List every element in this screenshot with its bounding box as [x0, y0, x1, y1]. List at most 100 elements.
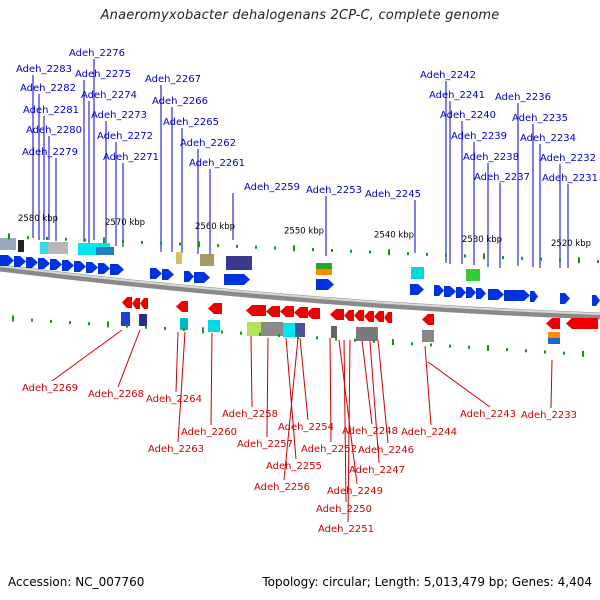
feature-box — [180, 318, 188, 330]
gene-label-top: Adeh_2265 — [163, 117, 219, 128]
gene-arrow-reverse — [140, 298, 148, 309]
leader-line — [177, 331, 186, 443]
tick-top — [84, 238, 86, 242]
scale-label: 2560 kbp — [195, 222, 235, 232]
feature-box — [356, 327, 378, 341]
gene-label-bottom: Adeh_2244 — [401, 427, 457, 438]
gene-label-top: Adeh_2271 — [103, 152, 159, 163]
gene-label-bottom: Adeh_2233 — [521, 410, 577, 421]
tick-top — [312, 248, 314, 252]
tick-top — [426, 252, 428, 256]
leader-line — [347, 339, 351, 523]
tick-bottom — [12, 315, 14, 322]
leader-line — [210, 332, 213, 426]
gene-label-bottom: Adeh_2260 — [181, 427, 237, 438]
gene-label-bottom: Adeh_2255 — [266, 461, 322, 472]
feature-box — [548, 332, 560, 338]
gene-label-bottom: Adeh_2263 — [148, 444, 204, 455]
gene-label-top: Adeh_2261 — [189, 158, 245, 169]
tick-bottom — [506, 348, 508, 352]
leader-line — [285, 337, 297, 460]
gene-arrow-forward — [38, 258, 50, 269]
feature-box — [316, 263, 332, 269]
gene-arrow-reverse — [280, 306, 294, 317]
feature-box — [48, 242, 68, 254]
tick-top — [65, 237, 67, 241]
leader-line — [377, 339, 389, 444]
gene-arrow-forward — [26, 257, 38, 268]
gene-label-bottom: Adeh_2246 — [358, 445, 414, 456]
tick-bottom — [392, 339, 394, 346]
feature-box — [411, 267, 424, 279]
tick-bottom — [468, 345, 470, 349]
gene-arrow-forward — [592, 295, 600, 306]
gene-label-top: Adeh_2236 — [495, 92, 551, 103]
tick-top — [350, 249, 352, 253]
gene-arrow-forward — [184, 271, 194, 282]
feature-box — [548, 338, 560, 344]
genome-title: Anaeromyxobacter dehalogenans 2CP-C, com… — [100, 8, 500, 23]
gene-arrow-forward — [560, 293, 570, 304]
leader-line — [175, 331, 179, 393]
scale-label: 2550 kbp — [284, 226, 324, 236]
tick-bottom — [183, 328, 185, 332]
leader-line — [117, 329, 141, 388]
gene-arrow-reverse — [422, 314, 434, 325]
gene-arrow-forward — [476, 288, 486, 299]
gene-label-top: Adeh_2262 — [180, 138, 236, 149]
gene-arrow-reverse — [344, 310, 354, 321]
gene-arrow-reverse — [374, 311, 384, 322]
tick-top — [445, 253, 447, 257]
gene-label-top: Adeh_2245 — [365, 189, 421, 200]
leader-line — [250, 335, 253, 408]
gene-arrow-forward — [110, 264, 124, 275]
tick-bottom — [107, 321, 109, 328]
tick-top — [46, 236, 48, 240]
tick-top — [255, 245, 257, 249]
feature-box — [0, 238, 16, 250]
gene-arrow-reverse — [266, 306, 280, 317]
genome-backbone — [0, 264, 600, 320]
tick-top — [502, 256, 504, 260]
gene-arrow-forward — [456, 287, 466, 298]
feature-box — [466, 269, 480, 281]
feature-box — [96, 247, 114, 255]
tick-top — [217, 244, 219, 248]
tick-top — [331, 248, 333, 252]
tick-top — [160, 241, 162, 245]
gene-label-top: Adeh_2239 — [451, 131, 507, 142]
tick-top — [236, 244, 238, 248]
gene-label-top: Adeh_2241 — [429, 90, 485, 101]
gene-arrow-forward — [50, 259, 62, 270]
tick-bottom — [449, 344, 451, 348]
leader-line — [550, 359, 553, 409]
gene-arrow-reverse — [330, 309, 344, 320]
feature-box — [18, 240, 24, 252]
feature-box — [331, 326, 337, 338]
feature-box — [121, 312, 130, 326]
feature-box — [176, 252, 182, 264]
scale-label: 2530 kbp — [462, 235, 502, 245]
gene-arrow-forward — [488, 289, 504, 300]
tick-top — [369, 250, 371, 254]
gene-label-bottom: Adeh_2252 — [301, 444, 357, 455]
feature-box — [247, 322, 261, 336]
gene-arrow-forward — [316, 279, 334, 290]
gene-arrow-reverse — [294, 307, 308, 318]
tick-bottom — [202, 327, 204, 334]
scale-ticks — [8, 233, 599, 357]
scale-label: 2570 kbp — [105, 218, 145, 228]
gene-arrow-forward — [98, 263, 110, 274]
leader-line — [283, 337, 299, 481]
tick-bottom — [563, 351, 565, 355]
tick-bottom — [430, 343, 432, 347]
gene-label-top: Adeh_2272 — [97, 131, 153, 142]
gene-arrow-forward — [0, 255, 14, 266]
tick-top — [597, 260, 599, 264]
gene-label-top: Adeh_2279 — [22, 147, 78, 158]
tick-bottom — [354, 338, 356, 342]
leader-line — [299, 337, 309, 421]
gene-arrows[interactable] — [0, 255, 600, 329]
